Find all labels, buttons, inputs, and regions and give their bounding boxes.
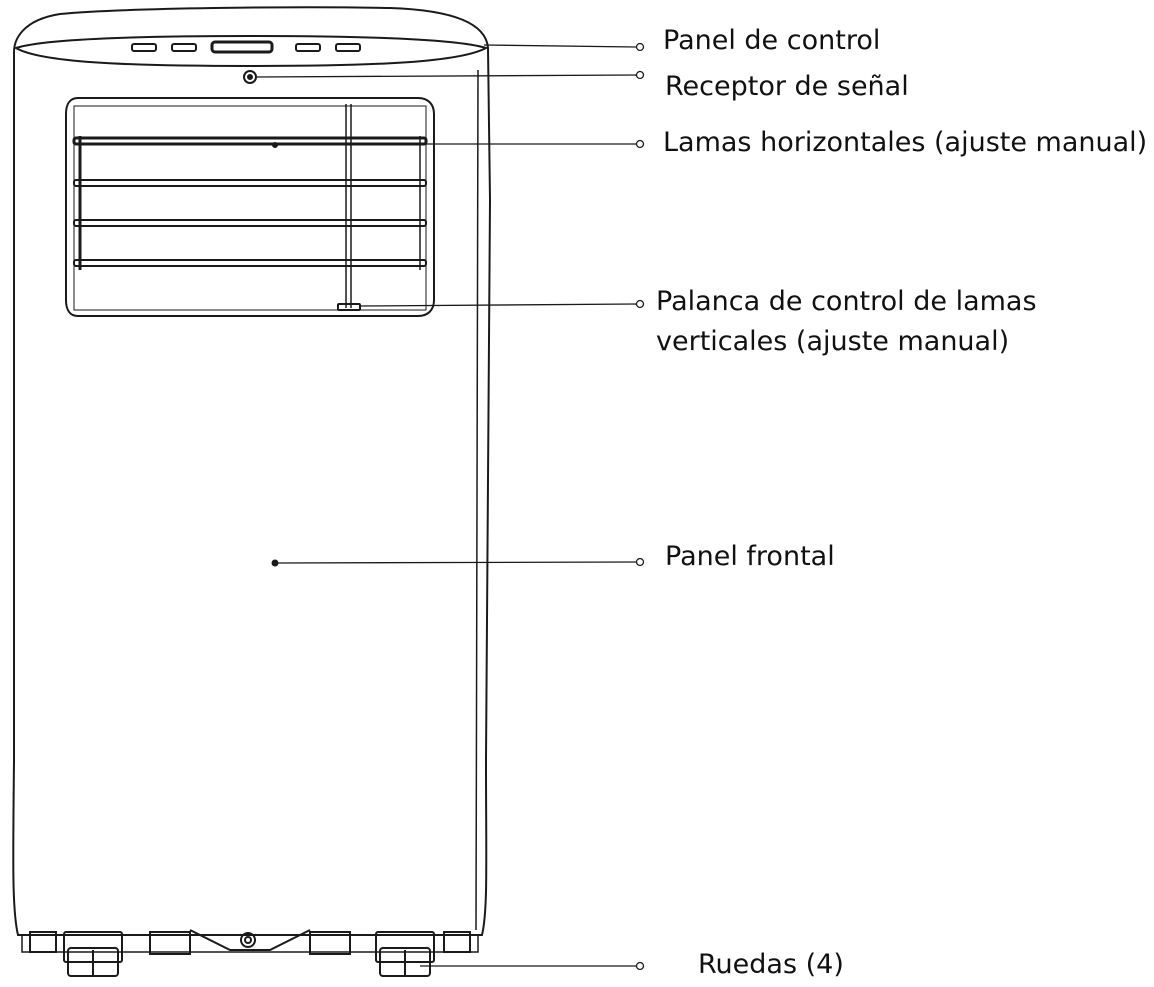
leader-end-control-panel bbox=[635, 42, 645, 52]
horizontal-louver-3 bbox=[73, 219, 427, 227]
control-button-4 bbox=[335, 43, 361, 52]
leader-end-horizontal-louvers bbox=[635, 139, 645, 149]
leader-front-panel bbox=[274, 561, 637, 564]
drain-plug-inner bbox=[244, 936, 252, 944]
control-button-2 bbox=[171, 43, 197, 52]
leader-control-panel bbox=[483, 44, 637, 48]
horizontal-louver-4 bbox=[73, 259, 427, 267]
drain-plug bbox=[240, 932, 256, 948]
label-horizontal-louvers: Lamas horizontales (ajuste manual) bbox=[663, 127, 1148, 158]
unit-body-outline bbox=[12, 6, 492, 936]
label-vertical-lever-line2: verticales (ajuste manual) bbox=[656, 326, 1010, 357]
leader-end-front-panel bbox=[635, 557, 645, 567]
control-button-3 bbox=[295, 43, 321, 52]
signal-receiver-dot bbox=[247, 74, 253, 80]
base-center-bracket bbox=[189, 929, 311, 951]
label-front-panel: Panel frontal bbox=[665, 541, 835, 572]
wheel-right-bracket bbox=[443, 931, 471, 953]
base-block-right bbox=[309, 931, 351, 955]
leader-end-wheels bbox=[635, 961, 645, 971]
base-outline bbox=[21, 935, 479, 953]
horizontal-louver-2 bbox=[73, 179, 427, 187]
control-display bbox=[210, 40, 274, 54]
control-button-1 bbox=[131, 43, 157, 52]
air-outlet-frame bbox=[65, 97, 435, 317]
leader-end-signal-receiver bbox=[635, 70, 645, 80]
base-block-left bbox=[149, 931, 191, 955]
leader-signal-receiver bbox=[255, 74, 637, 78]
label-control-panel: Panel de control bbox=[663, 25, 881, 56]
vertical-louver-lever bbox=[337, 303, 361, 311]
leader-end-vertical-lever bbox=[635, 299, 645, 309]
label-vertical-lever-line1: Palanca de control de lamas bbox=[656, 286, 1037, 317]
horizontal-louver-1 bbox=[72, 136, 428, 146]
louver-point bbox=[272, 142, 278, 148]
label-signal-receiver: Receptor de señal bbox=[665, 71, 909, 102]
leader-vertical-lever bbox=[359, 303, 637, 307]
air-outlet-inner bbox=[73, 105, 427, 311]
unit-body-right-edge bbox=[475, 69, 479, 931]
wheel-left-bracket bbox=[29, 931, 57, 953]
control-panel-band bbox=[13, 34, 489, 68]
label-wheels: Ruedas (4) bbox=[698, 949, 844, 980]
